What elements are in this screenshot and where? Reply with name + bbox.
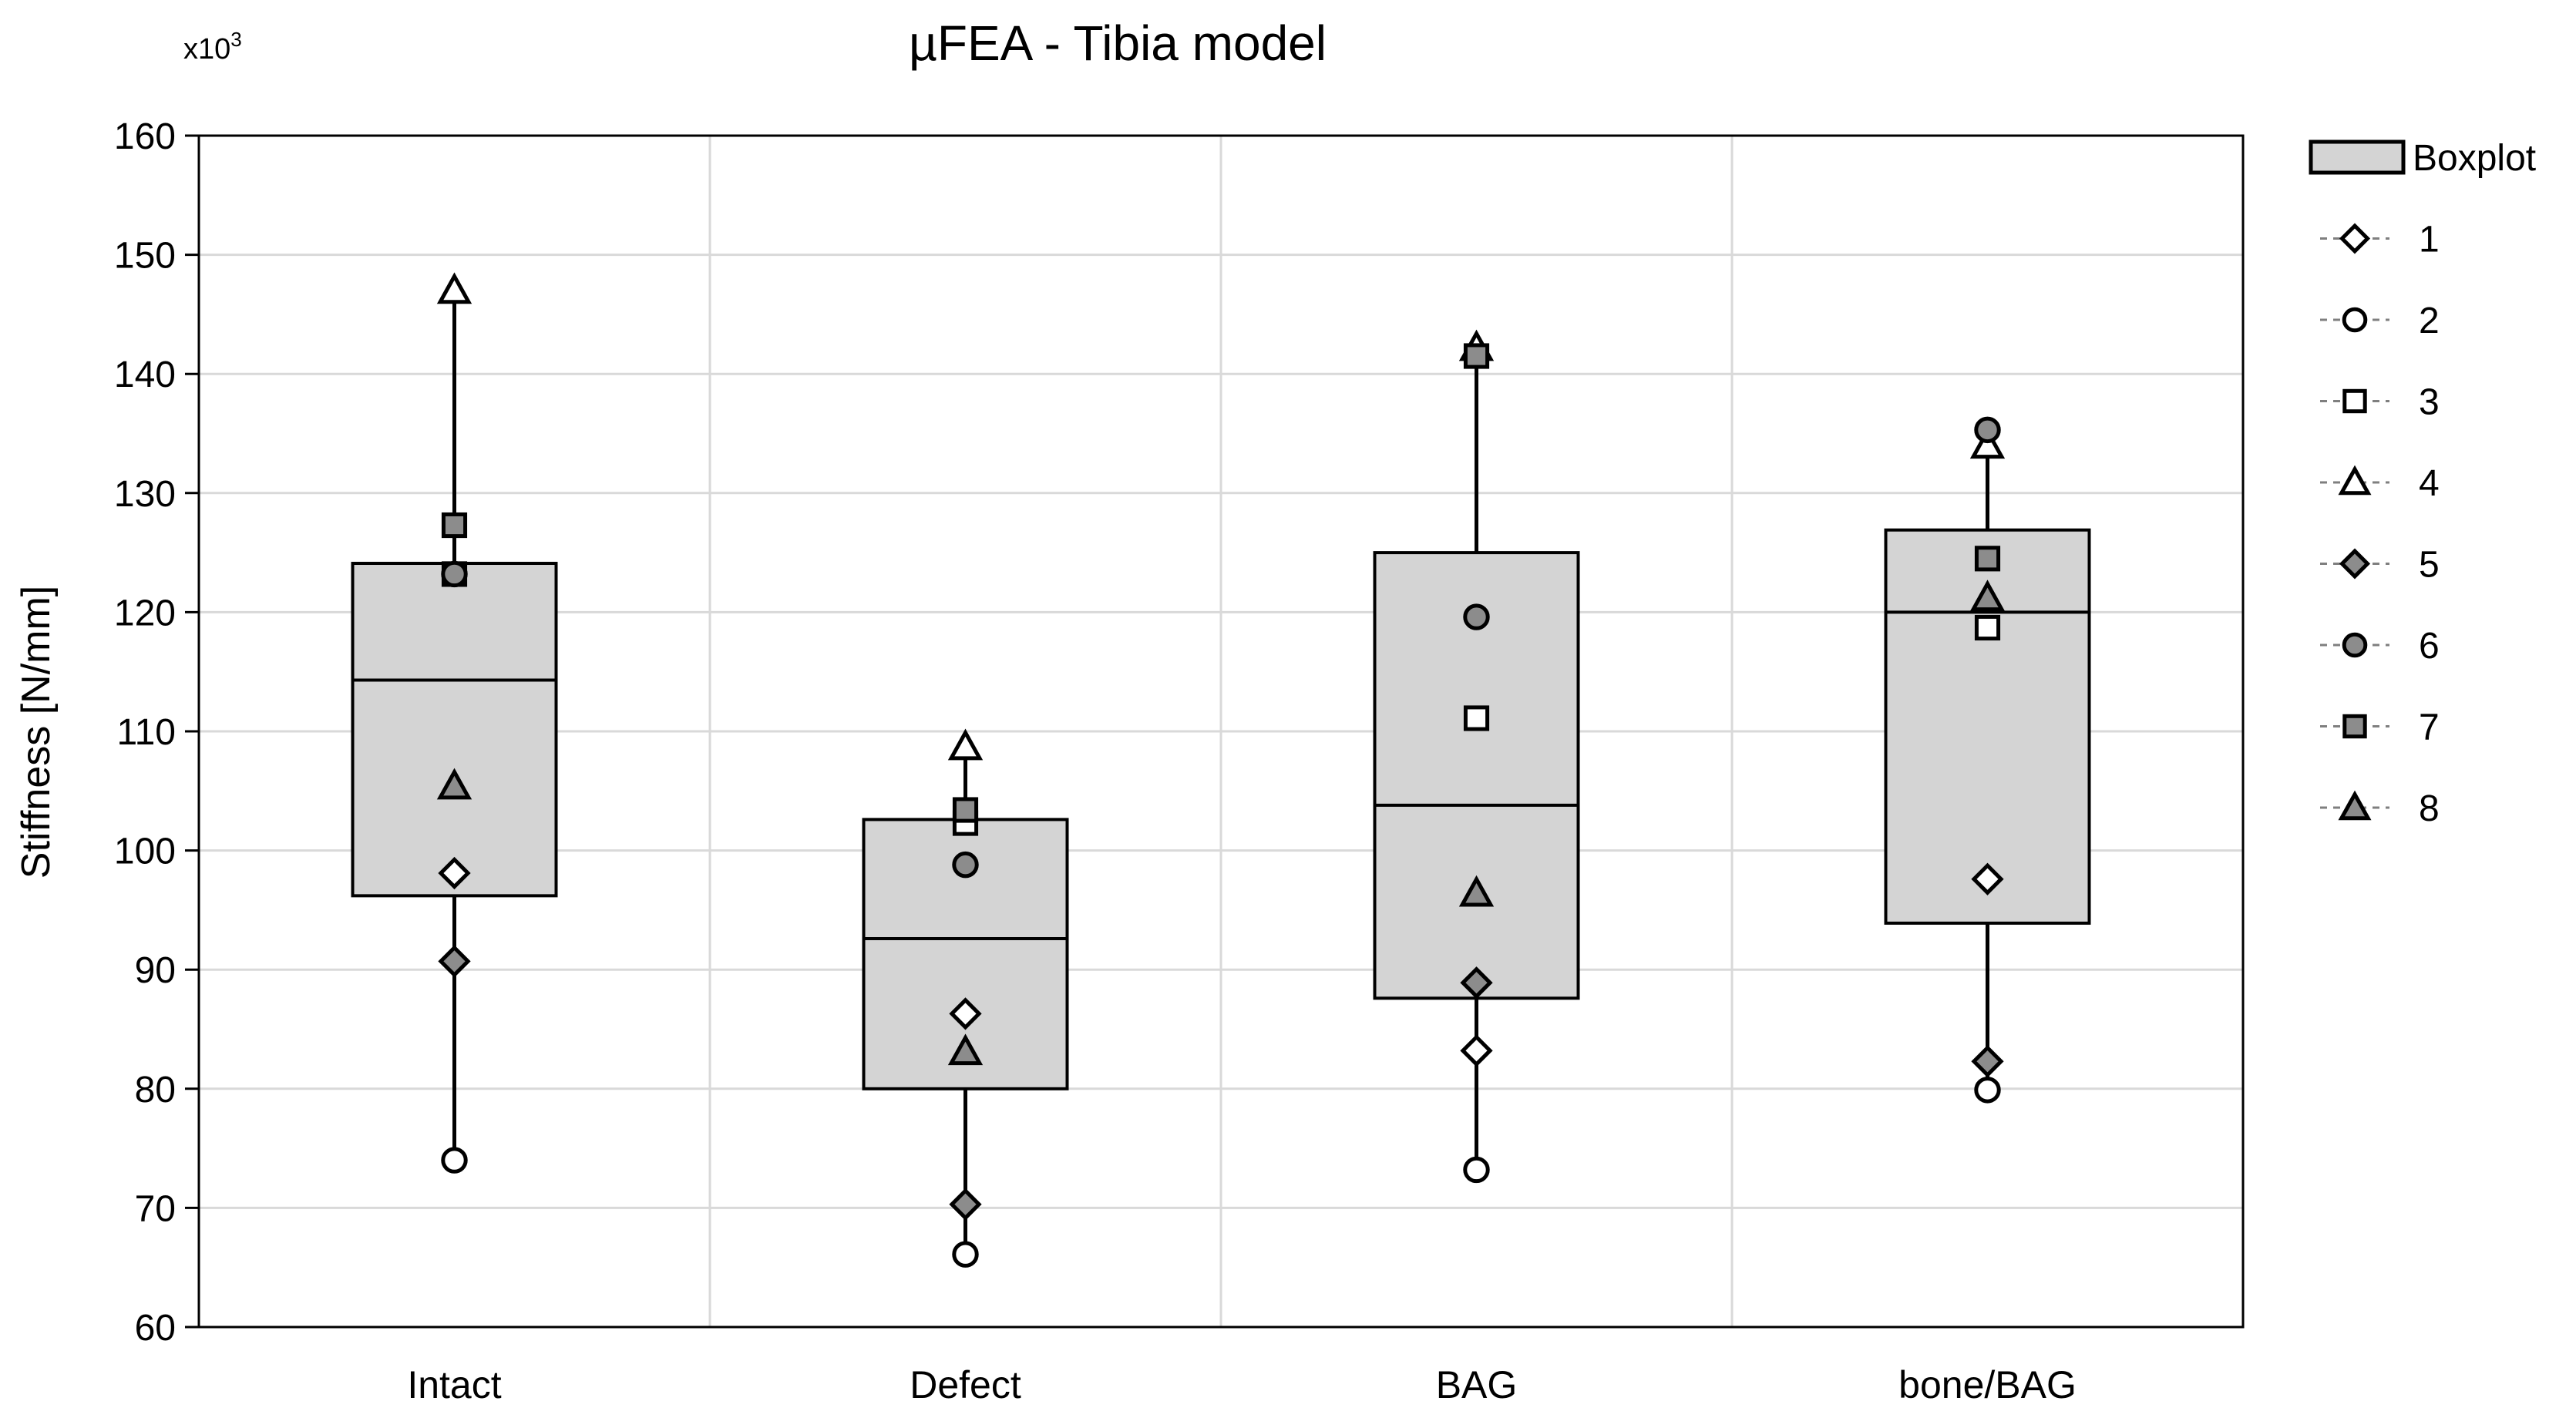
y-tick-label: 140	[114, 354, 176, 395]
x-axis-labels: Intact Defect BAG bone/BAG	[407, 1363, 2077, 1406]
data-point-series-4	[436, 272, 472, 304]
legend-label-series-2: 2	[2419, 301, 2440, 341]
data-point-series-7	[1463, 343, 1490, 369]
legend-label-series-5: 5	[2419, 545, 2440, 586]
axis-exponent-power: 3	[230, 28, 241, 51]
legend-label-boxplot: Boxplot	[2413, 138, 2536, 179]
legend-label-series-4: 4	[2419, 463, 2440, 504]
legend-label-series-3: 3	[2419, 382, 2440, 423]
legend-marker-series-1	[2339, 223, 2371, 254]
axis-exponent-label: x103	[183, 28, 242, 66]
data-point-series-7	[441, 512, 468, 539]
data-point-series-6	[1974, 416, 2001, 444]
x-tick-label: Defect	[910, 1363, 1021, 1406]
data-point-series-8	[1969, 580, 2006, 612]
data-point-series-7	[1974, 546, 2001, 572]
data-point-series-7	[952, 797, 979, 823]
y-axis-label: Stiffness [N/mm]	[14, 586, 59, 879]
y-tick-label: 60	[135, 1308, 176, 1349]
legend-swatch-boxplot	[2309, 139, 2406, 175]
data-point-series-1	[949, 997, 982, 1030]
data-point-series-5	[949, 1188, 982, 1221]
legend-label-series-6: 6	[2419, 626, 2440, 667]
y-tick-label: 70	[135, 1188, 176, 1229]
data-point-series-5	[438, 945, 471, 978]
legend-marker-series-8	[2338, 790, 2372, 821]
data-point-series-1	[1460, 1034, 1493, 1067]
data-point-series-4	[1969, 427, 2006, 459]
legend-marker-series-4	[2338, 465, 2372, 496]
legend-marker-series-5	[2339, 548, 2371, 580]
legend-marker-series-2	[2342, 307, 2368, 333]
y-tick-label: 80	[135, 1070, 176, 1110]
y-tick-label: 150	[114, 236, 176, 277]
data-point-series-6	[1463, 603, 1490, 630]
chart-title: µFEA - Tibia model	[909, 15, 1327, 71]
x-tick-label: bone/BAG	[1898, 1363, 2077, 1406]
legend-label-series-7: 7	[2419, 707, 2440, 748]
legend-marker-series-7	[2342, 714, 2367, 739]
data-point-series-1	[438, 856, 471, 890]
data-point-series-2	[1974, 1077, 2001, 1104]
y-tick-label: 110	[116, 712, 176, 753]
data-point-series-5	[1460, 966, 1493, 1000]
data-points	[436, 272, 2006, 1268]
y-tick-label: 160	[114, 116, 176, 157]
legend-marker-series-6	[2342, 632, 2368, 658]
y-tick-label: 90	[135, 950, 176, 991]
y-tick-label: 130	[114, 474, 176, 515]
data-point-series-8	[436, 768, 472, 800]
legend-label-series-1: 1	[2419, 220, 2440, 260]
legend-label-series-8: 8	[2419, 788, 2440, 829]
axis-exponent-base: x10	[183, 33, 230, 66]
data-point-series-1	[1971, 862, 2004, 895]
y-axis-ticks: 60 70 80 90 100 110 120 130 140 150 160	[114, 116, 199, 1349]
data-point-series-2	[441, 1147, 468, 1174]
data-point-series-4	[947, 728, 984, 761]
plot-area-frame	[197, 134, 2245, 1329]
y-tick-label: 120	[114, 593, 176, 633]
box-iqr	[351, 562, 558, 898]
legend: Boxplot 1 2 3 4 5 6 7 8	[2309, 138, 2536, 829]
x-tick-label: BAG	[1436, 1363, 1518, 1406]
legend-marker-series-3	[2342, 388, 2367, 414]
data-point-series-3	[1974, 614, 2001, 641]
data-point-series-2	[952, 1241, 979, 1268]
data-point-series-8	[947, 1033, 984, 1066]
data-point-series-6	[441, 560, 468, 588]
x-tick-label: Intact	[407, 1363, 501, 1406]
data-point-series-2	[1463, 1156, 1490, 1184]
y-tick-label: 100	[114, 832, 176, 872]
data-point-series-3	[1463, 705, 1490, 731]
data-point-series-8	[1458, 875, 1495, 907]
data-point-series-5	[1971, 1045, 2004, 1078]
data-point-series-6	[952, 851, 979, 879]
